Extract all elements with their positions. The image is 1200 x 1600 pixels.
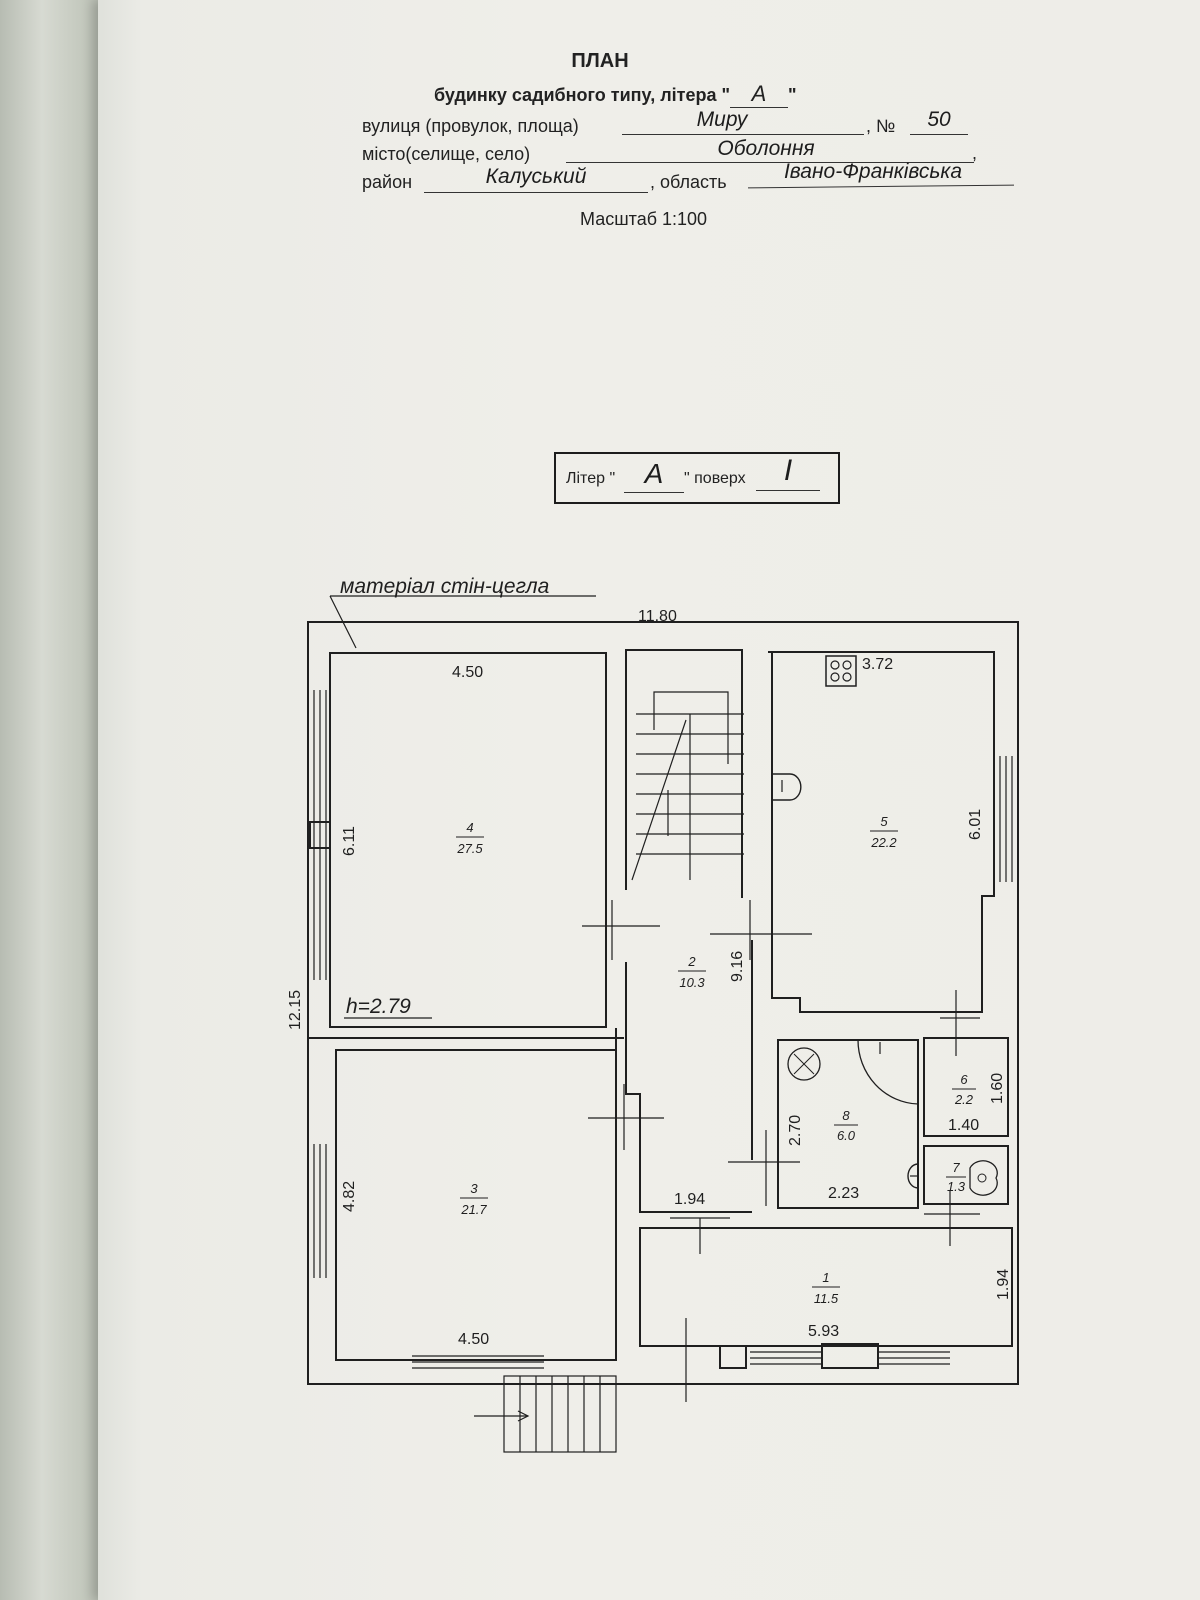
room-3-number: 3 xyxy=(470,1181,478,1196)
floor-litera-underline xyxy=(624,492,684,493)
room-2-area: 10.3 xyxy=(679,975,705,990)
room-6-number: 6 xyxy=(960,1072,968,1087)
dim-total-height: 12.15 xyxy=(287,990,304,1030)
room-6-outline xyxy=(923,1037,1009,1137)
outer-wall xyxy=(307,621,1019,1385)
dim-total-width: 11.80 xyxy=(638,608,677,625)
dim-hall-width: 1.94 xyxy=(674,1191,705,1208)
district-value: Калуський xyxy=(485,165,587,188)
dim-room1-width: 5.93 xyxy=(808,1323,839,1340)
document-title: ПЛАН xyxy=(571,50,629,72)
dim-room8-width: 2.23 xyxy=(828,1185,859,1202)
litera-value: А xyxy=(730,81,789,108)
room-8-area: 6.0 xyxy=(837,1128,856,1143)
dim-room6-width: 1.40 xyxy=(948,1117,979,1134)
street-value: Миру xyxy=(696,108,748,131)
floor-value: І xyxy=(783,454,793,487)
room-3-area: 21.7 xyxy=(460,1202,487,1217)
dim-room5-width: 3.72 xyxy=(862,656,893,673)
district-label: район xyxy=(362,172,413,192)
room-8-outline xyxy=(777,1039,919,1209)
city-value: Оболоння xyxy=(717,137,815,160)
region-value: Івано-Франківська xyxy=(783,160,963,183)
dim-hall-height: 9.16 xyxy=(729,951,746,982)
room-4-number: 4 xyxy=(466,820,473,835)
dim-room4-height: 6.11 xyxy=(341,826,358,856)
number-label: , № xyxy=(866,116,896,136)
dim-room5-height: 6.01 xyxy=(967,809,984,840)
room-1-number: 1 xyxy=(822,1270,829,1285)
room-4-outline xyxy=(329,652,607,1028)
city-comma: , xyxy=(972,143,978,163)
hall-left-wall xyxy=(625,962,752,1213)
region-label: , область xyxy=(650,172,727,192)
room-3-outline xyxy=(335,1049,617,1361)
street-underline xyxy=(622,134,864,135)
subtitle: будинку садибного типу, літера "А" xyxy=(434,81,797,108)
room-2-number: 2 xyxy=(687,954,696,969)
dim-room6-height: 1.60 xyxy=(989,1073,1006,1104)
number-underline xyxy=(910,134,968,135)
document-sheet xyxy=(98,0,1200,1600)
dim-room3-height: 4.82 xyxy=(341,1181,358,1212)
room-4-area: 27.5 xyxy=(456,841,483,856)
room-6-area: 2.2 xyxy=(954,1092,974,1107)
street-label: вулиця (провулок, площа) xyxy=(362,116,579,136)
room-5-outline xyxy=(768,651,995,1013)
room-8-number: 8 xyxy=(842,1108,850,1123)
floor-underline xyxy=(756,490,820,491)
subtitle-suffix: " xyxy=(788,85,797,105)
scale-label: Масштаб 1:100 xyxy=(580,209,708,229)
city-underline xyxy=(566,162,974,163)
floor-litera-value: А xyxy=(644,458,664,489)
room-height-label: h=2.79 xyxy=(346,995,411,1018)
room-7-area: 1.3 xyxy=(947,1179,966,1194)
dim-room1-height: 1.94 xyxy=(995,1269,1012,1300)
room-7-outline xyxy=(923,1145,1009,1205)
room-5-number: 5 xyxy=(880,814,888,829)
district-underline xyxy=(424,192,648,193)
room-7-number: 7 xyxy=(952,1160,960,1175)
city-label: місто(селище, село) xyxy=(362,144,531,164)
wall-material-label: матеріал стін-цегла xyxy=(340,575,549,598)
subtitle-prefix: будинку садибного типу, літера " xyxy=(434,85,731,105)
floor-litera-label: Літер " xyxy=(566,470,616,487)
number-value: 50 xyxy=(927,108,951,131)
floor-label: " поверх xyxy=(684,470,746,487)
dim-room8-height: 2.70 xyxy=(787,1115,804,1146)
room-1-outline xyxy=(639,1227,1013,1347)
room-1-area: 11.5 xyxy=(814,1291,839,1306)
dim-room4-width: 4.50 xyxy=(452,664,483,681)
dim-room3-width: 4.50 xyxy=(458,1331,489,1348)
floor-box xyxy=(554,452,840,504)
room-5-area: 22.2 xyxy=(870,835,897,850)
